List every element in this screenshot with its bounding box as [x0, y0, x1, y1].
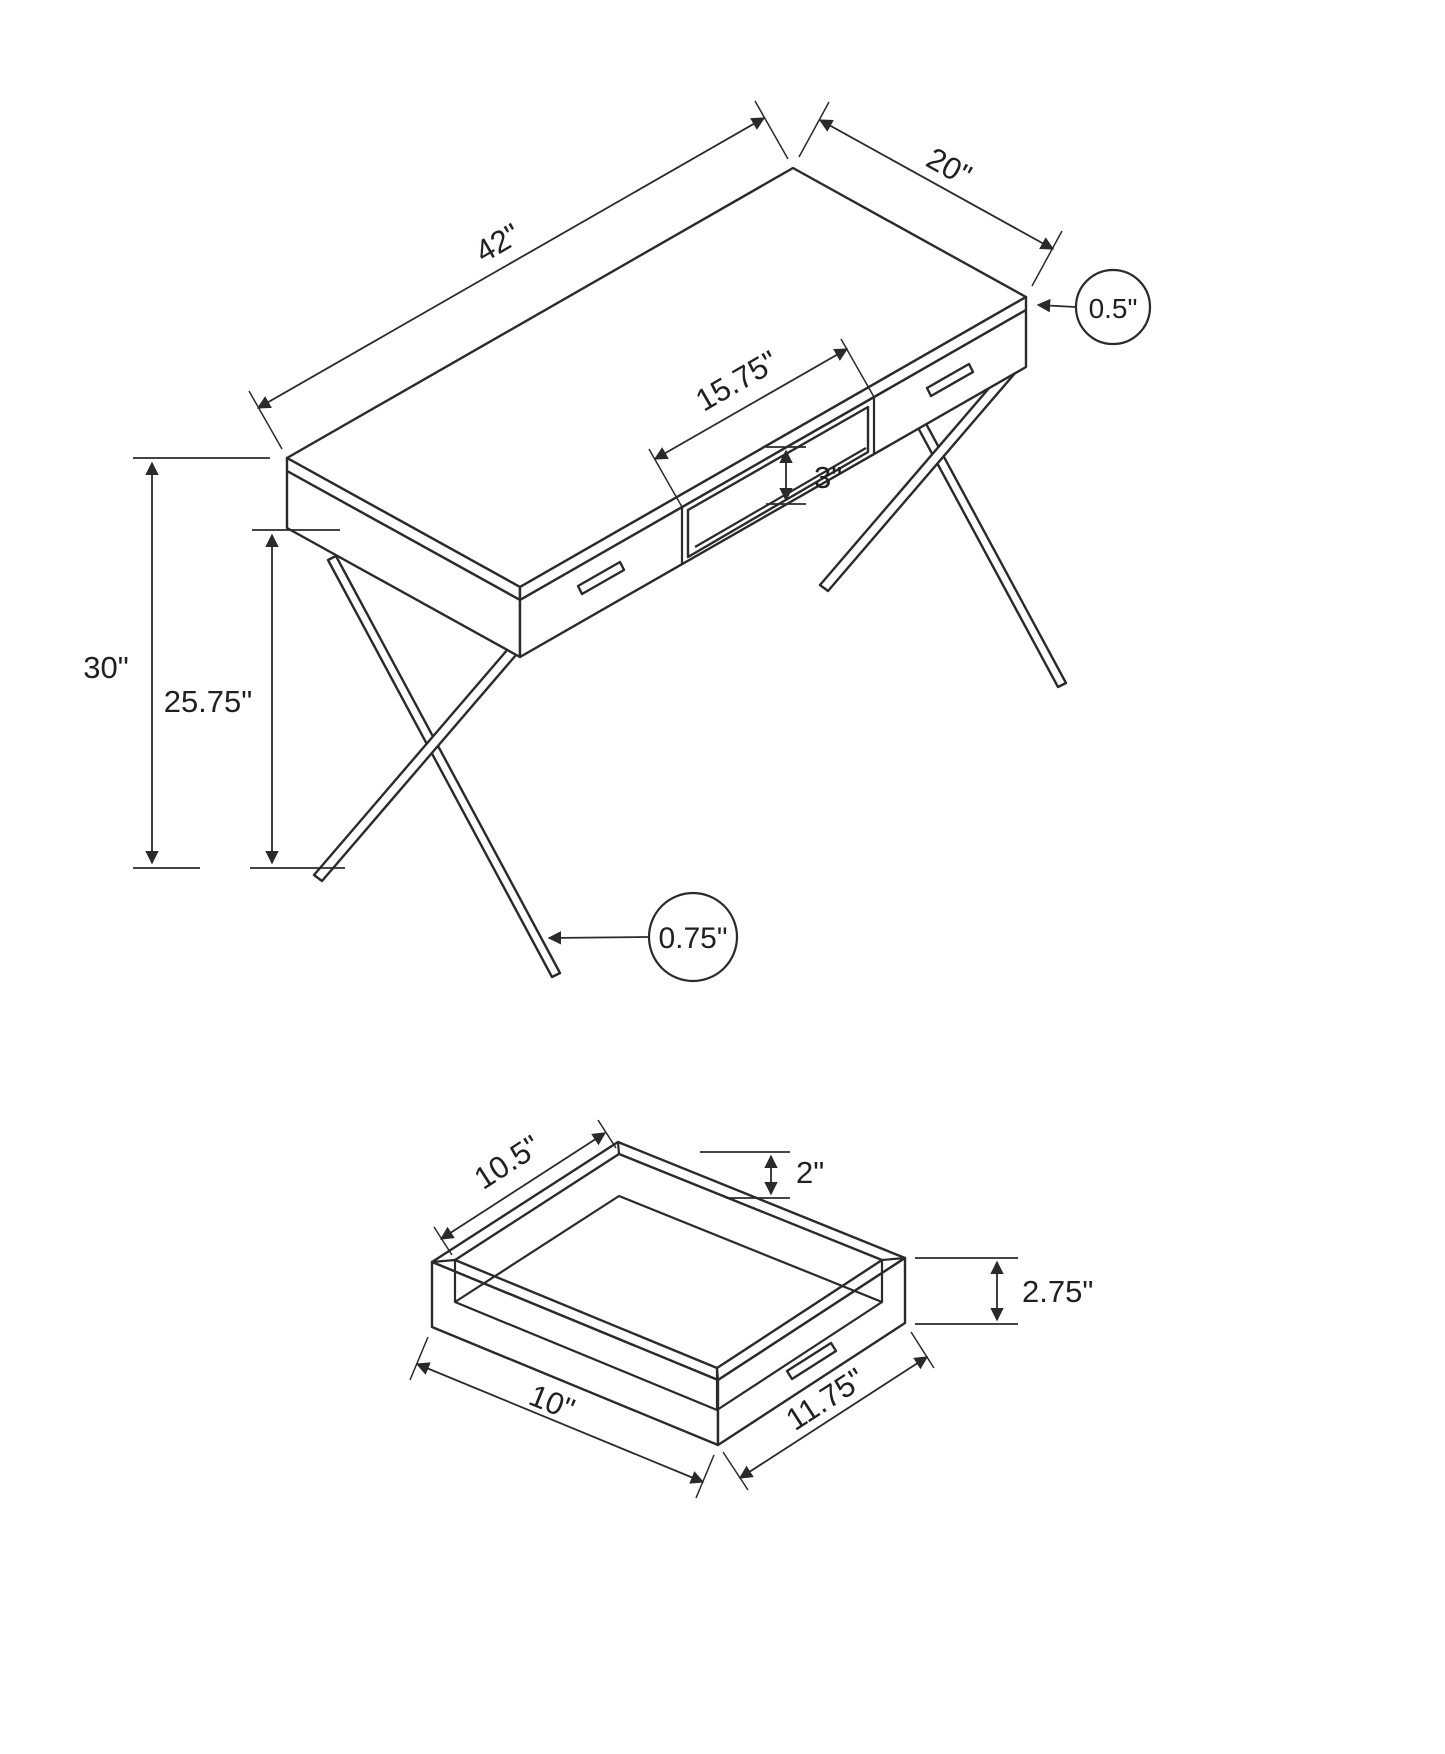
dim-label-drawer-inner-width: 10.5" — [468, 1128, 547, 1196]
extension-line — [798, 101, 830, 158]
desk-leg-left-back — [326, 554, 562, 979]
dim-clearance-height: 25.75" — [164, 529, 345, 869]
extension-line — [722, 1451, 749, 1491]
extension-line — [1031, 230, 1063, 287]
extension-line — [910, 1331, 935, 1369]
extension-line — [754, 100, 789, 160]
dim-label-drawer-wall-height: 2" — [796, 1155, 824, 1190]
dimension-line — [818, 119, 1055, 250]
rim-corner-edge — [616, 1141, 621, 1155]
leader-line — [1036, 298, 1077, 313]
callout-circle-leg-thickness — [647, 891, 739, 983]
dimension-line — [256, 117, 766, 409]
dim-drawer-wall-height: 2" — [700, 1151, 824, 1199]
dim-overall-height: 30" — [83, 457, 270, 869]
dim-drawer-outer-height: 2.75" — [915, 1257, 1093, 1325]
desk-drawer-handle-right — [925, 362, 975, 398]
dimension-line — [439, 1132, 607, 1240]
rim-corner-edge — [431, 1258, 456, 1264]
dim-label-clearance-height: 25.75" — [164, 684, 253, 719]
extension-line — [248, 390, 283, 450]
extension-line — [695, 1454, 715, 1499]
dim-label-drawer-outer-height: 2.75" — [1022, 1274, 1093, 1309]
extension-line — [597, 1119, 617, 1149]
dimension-line — [653, 348, 849, 460]
rim-corner-edge — [881, 1256, 906, 1262]
dim-label-top-length: 42" — [469, 216, 526, 269]
leader-line — [547, 931, 649, 945]
desk-view: 42" 20" 0.5" 15.75" 3" — [83, 100, 1152, 983]
callout-circle-top-thickness — [1074, 268, 1152, 346]
dimension-line — [738, 1356, 929, 1479]
dim-cubby-height: 3" — [766, 446, 842, 505]
desk-body — [285, 166, 1028, 659]
dim-label-top-depth: 20" — [921, 140, 978, 193]
dim-top-thickness: 0.5" — [1036, 268, 1152, 346]
drawer-view: 10.5" 2" 2.75" 10" 11.75" — [409, 1119, 1093, 1499]
extension-line — [433, 1226, 453, 1256]
dim-label-top-thickness: 0.5" — [1089, 293, 1138, 324]
dim-leg-thickness: 0.75" — [547, 891, 739, 983]
desk-drawer-handle-left — [576, 560, 626, 596]
dim-label-overall-height: 30" — [83, 650, 129, 685]
extension-line — [409, 1336, 429, 1381]
dim-label-leg-thickness: 0.75" — [658, 922, 727, 955]
dimension-line — [415, 1362, 705, 1484]
dim-label-cubby-height: 3" — [814, 460, 842, 495]
